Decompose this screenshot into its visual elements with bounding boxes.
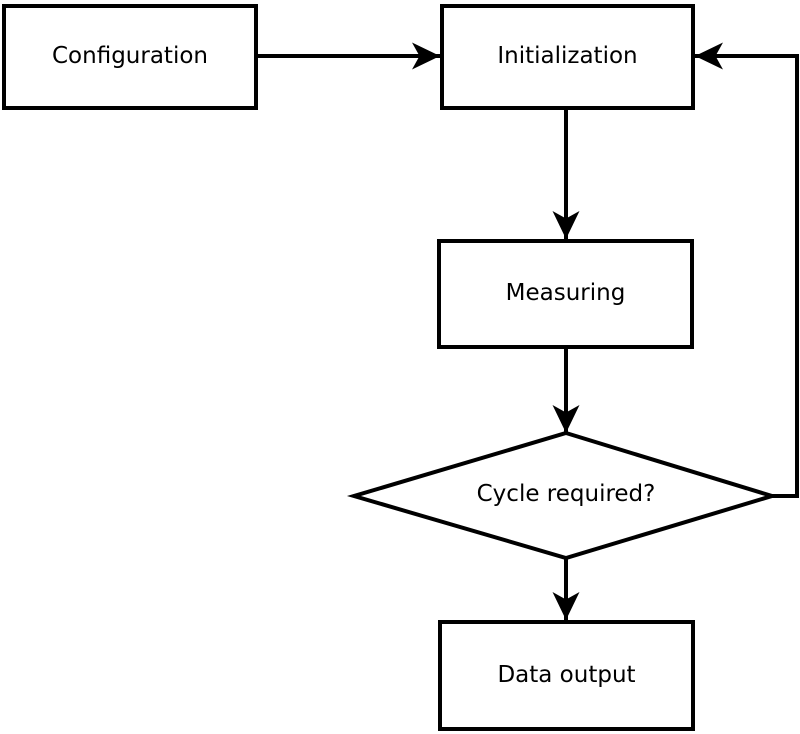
node-cycle-required-label: Cycle required? [476,481,656,507]
node-configuration: Configuration [2,4,258,110]
node-configuration-label: Configuration [52,43,208,70]
node-data-output: Data output [438,620,695,731]
node-initialization: Initialization [440,4,695,110]
node-initialization-label: Initialization [497,43,638,70]
node-measuring-label: Measuring [505,280,626,307]
node-data-output-label: Data output [497,661,636,688]
edge-cycle-required-to-initialization-loop [695,42,799,498]
node-measuring: Measuring [437,239,694,349]
